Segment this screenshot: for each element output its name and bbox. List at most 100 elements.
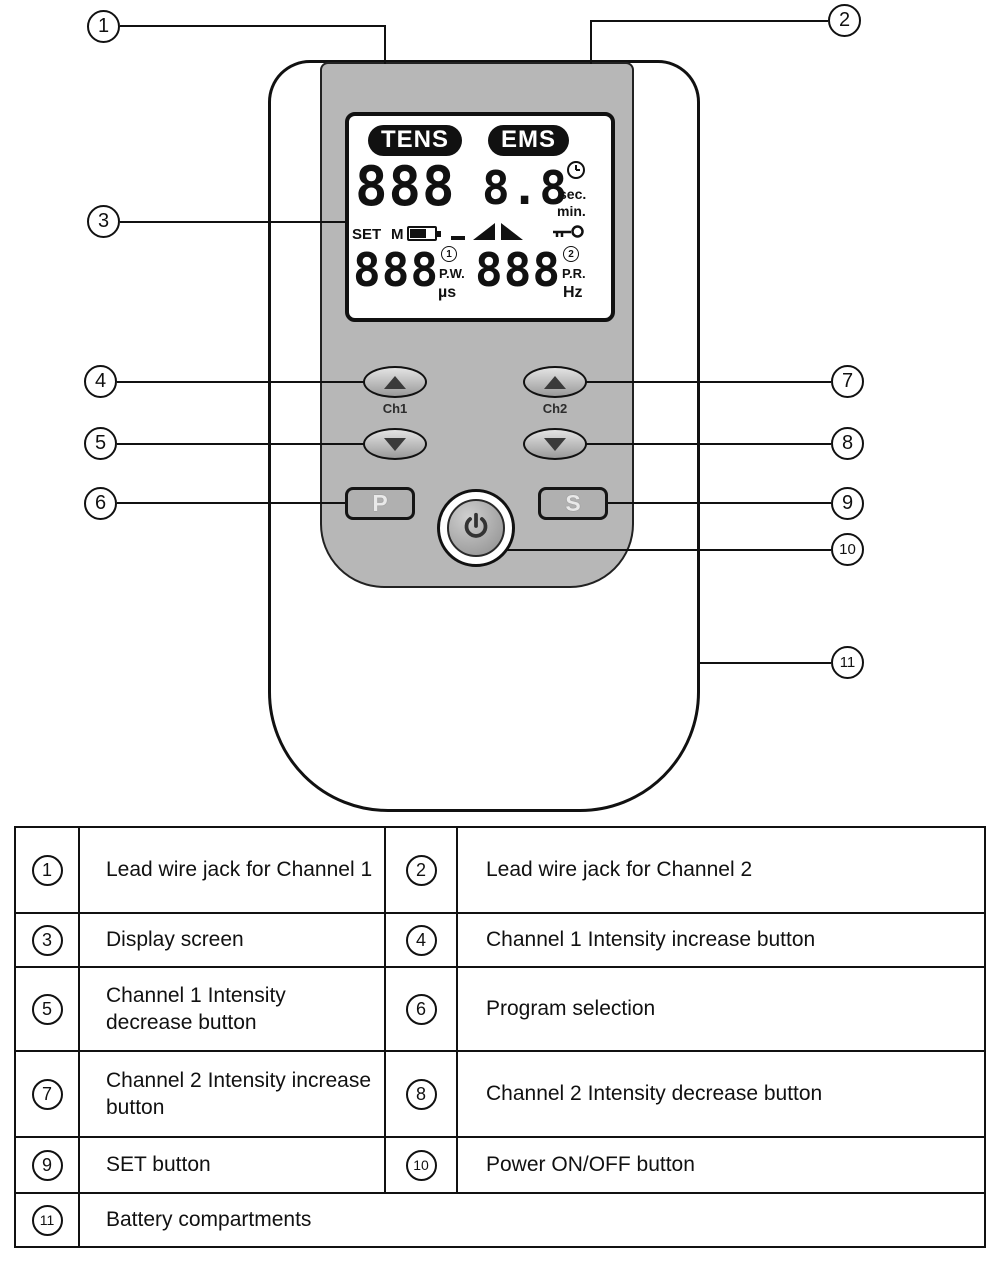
callout-6: 6 xyxy=(84,487,117,520)
pr-label: P.R. xyxy=(562,266,586,281)
part-number-cell: 2 xyxy=(384,826,458,914)
callout-8: 8 xyxy=(831,427,864,460)
table-row: 11 Battery compartments xyxy=(14,1192,986,1248)
ramp-down-icon xyxy=(501,223,523,245)
up-arrow-icon xyxy=(544,375,566,389)
part-number-badge: 4 xyxy=(405,924,437,956)
callout-line-1 xyxy=(120,25,386,27)
ch2-intensity-decrease-button xyxy=(523,428,587,460)
table-row: 1 Lead wire jack for Channel 1 2 Lead wi… xyxy=(14,826,986,914)
part-number-cell: 6 xyxy=(384,966,458,1052)
part-description: Channel 2 Intensity decrease button xyxy=(456,1050,986,1138)
part-number-badge: 2 xyxy=(405,854,437,886)
set-indicator: SET xyxy=(352,226,382,243)
us-label: µs xyxy=(438,284,457,301)
hz-label: Hz xyxy=(563,284,583,301)
part-number-badge: 9 xyxy=(31,1149,63,1181)
table-row: 5 Channel 1 Intensity decrease button 6 … xyxy=(14,966,986,1052)
parts-table: 1 Lead wire jack for Channel 1 2 Lead wi… xyxy=(14,826,986,1248)
part-number-cell: 10 xyxy=(384,1136,458,1194)
down-arrow-icon xyxy=(384,437,406,451)
table-row: 9 SET button 10 Power ON/OFF button xyxy=(14,1136,986,1194)
ch2-label: Ch2 xyxy=(542,401,568,416)
callout-line-1-vertical xyxy=(384,25,386,64)
callout-3: 3 xyxy=(87,205,120,238)
callout-11: 11 xyxy=(831,646,864,679)
part-number-badge: 10 xyxy=(405,1149,437,1181)
part-description: Power ON/OFF button xyxy=(456,1136,986,1194)
part-number-cell: 5 xyxy=(14,966,80,1052)
callout-line-6 xyxy=(117,502,347,504)
callout-line-2 xyxy=(591,20,828,22)
callout-4: 4 xyxy=(84,365,117,398)
callout-line-3 xyxy=(120,221,347,223)
part-number-badge: 3 xyxy=(31,924,63,956)
ch1-intensity-increase-button xyxy=(363,366,427,398)
ch2-index-badge: 2 xyxy=(563,246,579,262)
part-number-cell: 9 xyxy=(14,1136,80,1194)
down-arrow-icon xyxy=(544,437,566,451)
ems-mode-badge: EMS xyxy=(488,125,570,157)
part-description: Battery compartments xyxy=(78,1192,986,1248)
callout-9: 9 xyxy=(831,487,864,520)
table-row: 3 Display screen 4 Channel 1 Intensity i… xyxy=(14,912,986,968)
callout-2: 2 xyxy=(828,4,861,37)
part-number-cell: 4 xyxy=(384,912,458,968)
sec-label: sec. xyxy=(559,186,587,202)
part-number-cell: 11 xyxy=(14,1192,80,1248)
power-button xyxy=(437,489,515,567)
part-number-badge: 11 xyxy=(31,1204,63,1236)
part-description: Lead wire jack for Channel 1 xyxy=(78,826,386,914)
ch1-label: Ch1 xyxy=(382,401,408,416)
callout-line-5 xyxy=(117,443,365,445)
part-description: Display screen xyxy=(78,912,386,968)
program-selection-button: P xyxy=(345,487,415,520)
part-description: Program selection xyxy=(456,966,986,1052)
callout-10: 10 xyxy=(831,533,864,566)
part-number-badge: 6 xyxy=(405,993,437,1025)
ch1-intensity-decrease-button xyxy=(363,428,427,460)
timer-digits: 8.8 xyxy=(482,161,569,215)
ch2-parameter-digits: 888 xyxy=(475,243,562,297)
tens-mode-badge: TENS xyxy=(368,125,463,157)
callout-line-11 xyxy=(699,662,831,664)
ramp-up-icon xyxy=(473,223,495,245)
part-description: Channel 1 Intensity decrease button xyxy=(78,966,386,1052)
callout-line-4 xyxy=(117,381,365,383)
ch1-parameter-digits: 888 xyxy=(353,243,440,297)
ch2-intensity-increase-button xyxy=(523,366,587,398)
part-number-cell: 8 xyxy=(384,1050,458,1138)
display-screen: TENS EMS 888 8.8 sec. min. SET M 888 1 P… xyxy=(345,112,615,322)
part-description: Channel 2 Intensity increase button xyxy=(78,1050,386,1138)
clock-icon xyxy=(566,160,586,185)
power-button-face xyxy=(447,499,505,557)
callout-5: 5 xyxy=(84,427,117,460)
part-description: Lead wire jack for Channel 2 xyxy=(456,826,986,914)
intensity-digits: 888 xyxy=(355,155,456,218)
part-number-badge: 7 xyxy=(31,1078,63,1110)
memory-indicator: M xyxy=(391,226,404,243)
part-number-cell: 3 xyxy=(14,912,80,968)
callout-1: 1 xyxy=(87,10,120,43)
part-number-badge: 5 xyxy=(31,993,63,1025)
battery-icon xyxy=(407,226,441,241)
callout-line-2-vertical xyxy=(590,20,592,64)
up-arrow-icon xyxy=(384,375,406,389)
callout-7: 7 xyxy=(831,365,864,398)
part-number-badge: 8 xyxy=(405,1078,437,1110)
pw-label: P.W. xyxy=(439,266,465,281)
key-lock-icon xyxy=(552,224,584,244)
part-description: SET button xyxy=(78,1136,386,1194)
part-description: Channel 1 Intensity increase button xyxy=(456,912,986,968)
power-icon xyxy=(461,511,491,546)
callout-line-10 xyxy=(490,549,831,551)
part-number-badge: 1 xyxy=(31,854,63,886)
callout-line-9 xyxy=(607,502,831,504)
table-row: 7 Channel 2 Intensity increase button 8 … xyxy=(14,1050,986,1138)
callout-line-7 xyxy=(586,381,831,383)
set-button: S xyxy=(538,487,608,520)
pause-dash-icon xyxy=(451,236,465,240)
part-number-cell: 1 xyxy=(14,826,80,914)
part-number-cell: 7 xyxy=(14,1050,80,1138)
